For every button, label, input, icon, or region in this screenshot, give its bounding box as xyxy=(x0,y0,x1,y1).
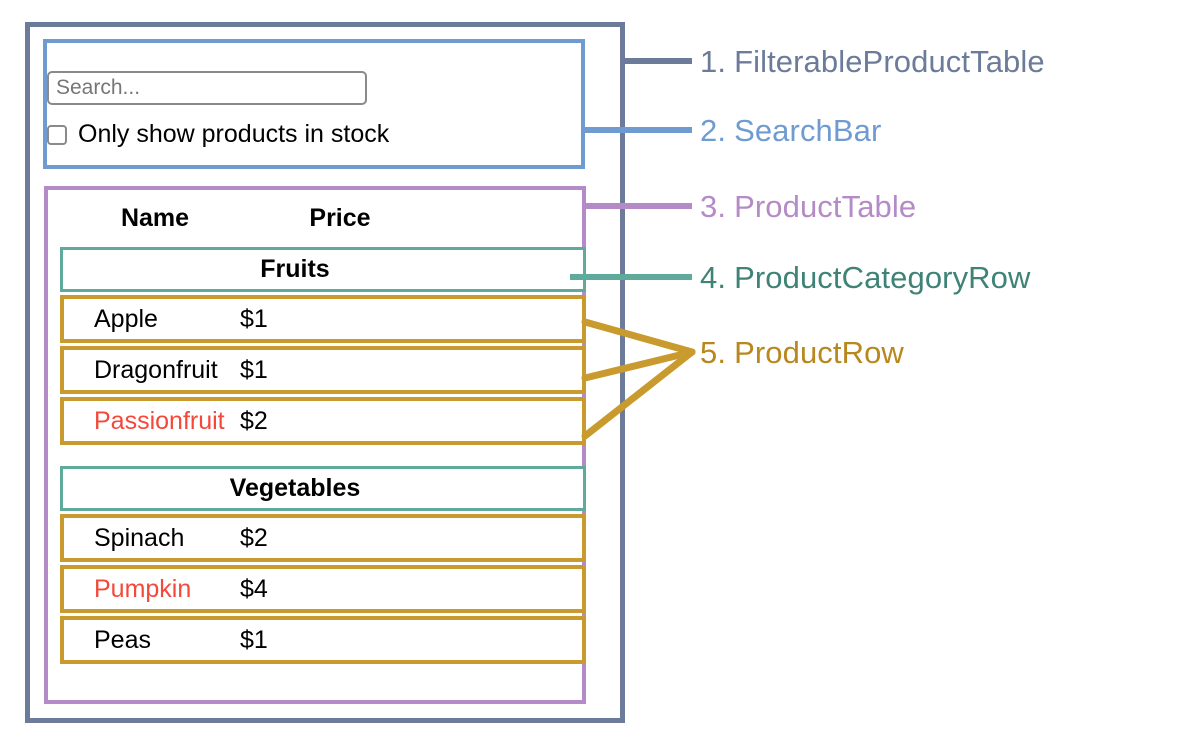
legend-item-product-category-row: 4.ProductCategoryRow xyxy=(700,260,1031,296)
product-category-label: Vegetables xyxy=(229,474,361,502)
product-category-row: Vegetables xyxy=(60,466,586,511)
product-row: Apple $1 xyxy=(60,295,586,343)
product-category-row: Fruits xyxy=(60,247,586,292)
legend-number: 5. xyxy=(700,335,727,370)
product-row: Spinach $2 xyxy=(60,514,586,562)
legend: 1.FilterableProductTable 2.SearchBar 3.P… xyxy=(700,0,1200,744)
legend-number: 1. xyxy=(700,44,727,79)
legend-label: ProductCategoryRow xyxy=(734,260,1031,295)
legend-item-product-table: 3.ProductTable xyxy=(700,189,916,225)
legend-item-filterable-product-table: 1.FilterableProductTable xyxy=(700,44,1045,80)
legend-label: ProductTable xyxy=(734,189,917,224)
checkbox-icon[interactable] xyxy=(47,124,67,145)
product-name: Pumpkin xyxy=(94,574,192,603)
product-price: $1 xyxy=(240,625,268,654)
product-table-body: Fruits Apple $1 Dragonfruit $1 Passionfr… xyxy=(60,247,586,667)
product-row: Dragonfruit $1 xyxy=(60,346,586,394)
legend-label: ProductRow xyxy=(734,335,904,370)
in-stock-checkbox-label: Only show products in stock xyxy=(78,120,390,148)
legend-number: 4. xyxy=(700,260,727,295)
product-price: $1 xyxy=(240,304,268,333)
product-name: Spinach xyxy=(94,523,185,552)
product-price: $4 xyxy=(240,574,268,603)
product-name: Apple xyxy=(94,304,158,333)
product-row: Passionfruit $2 xyxy=(60,397,586,445)
legend-number: 2. xyxy=(700,113,727,148)
product-name: Passionfruit xyxy=(94,406,225,435)
legend-item-product-row: 5.ProductRow xyxy=(700,335,904,371)
product-row: Pumpkin $4 xyxy=(60,565,586,613)
product-price: $2 xyxy=(240,523,268,552)
in-stock-checkbox-row[interactable]: Only show products in stock xyxy=(47,122,389,147)
product-price: $2 xyxy=(240,406,268,435)
legend-number: 3. xyxy=(700,189,727,224)
product-name: Dragonfruit xyxy=(94,355,218,384)
product-price: $1 xyxy=(240,355,268,384)
product-category-label: Fruits xyxy=(260,255,330,283)
legend-label: SearchBar xyxy=(734,113,882,148)
search-input[interactable] xyxy=(47,71,367,105)
column-header-name: Name xyxy=(120,203,190,232)
legend-label: FilterableProductTable xyxy=(734,44,1045,79)
legend-item-search-bar: 2.SearchBar xyxy=(700,113,881,149)
product-table-header-row: Name Price xyxy=(60,196,570,240)
product-row: Peas $1 xyxy=(60,616,586,664)
group-spacer xyxy=(60,448,586,466)
product-name: Peas xyxy=(94,625,151,654)
column-header-price: Price xyxy=(309,203,371,232)
